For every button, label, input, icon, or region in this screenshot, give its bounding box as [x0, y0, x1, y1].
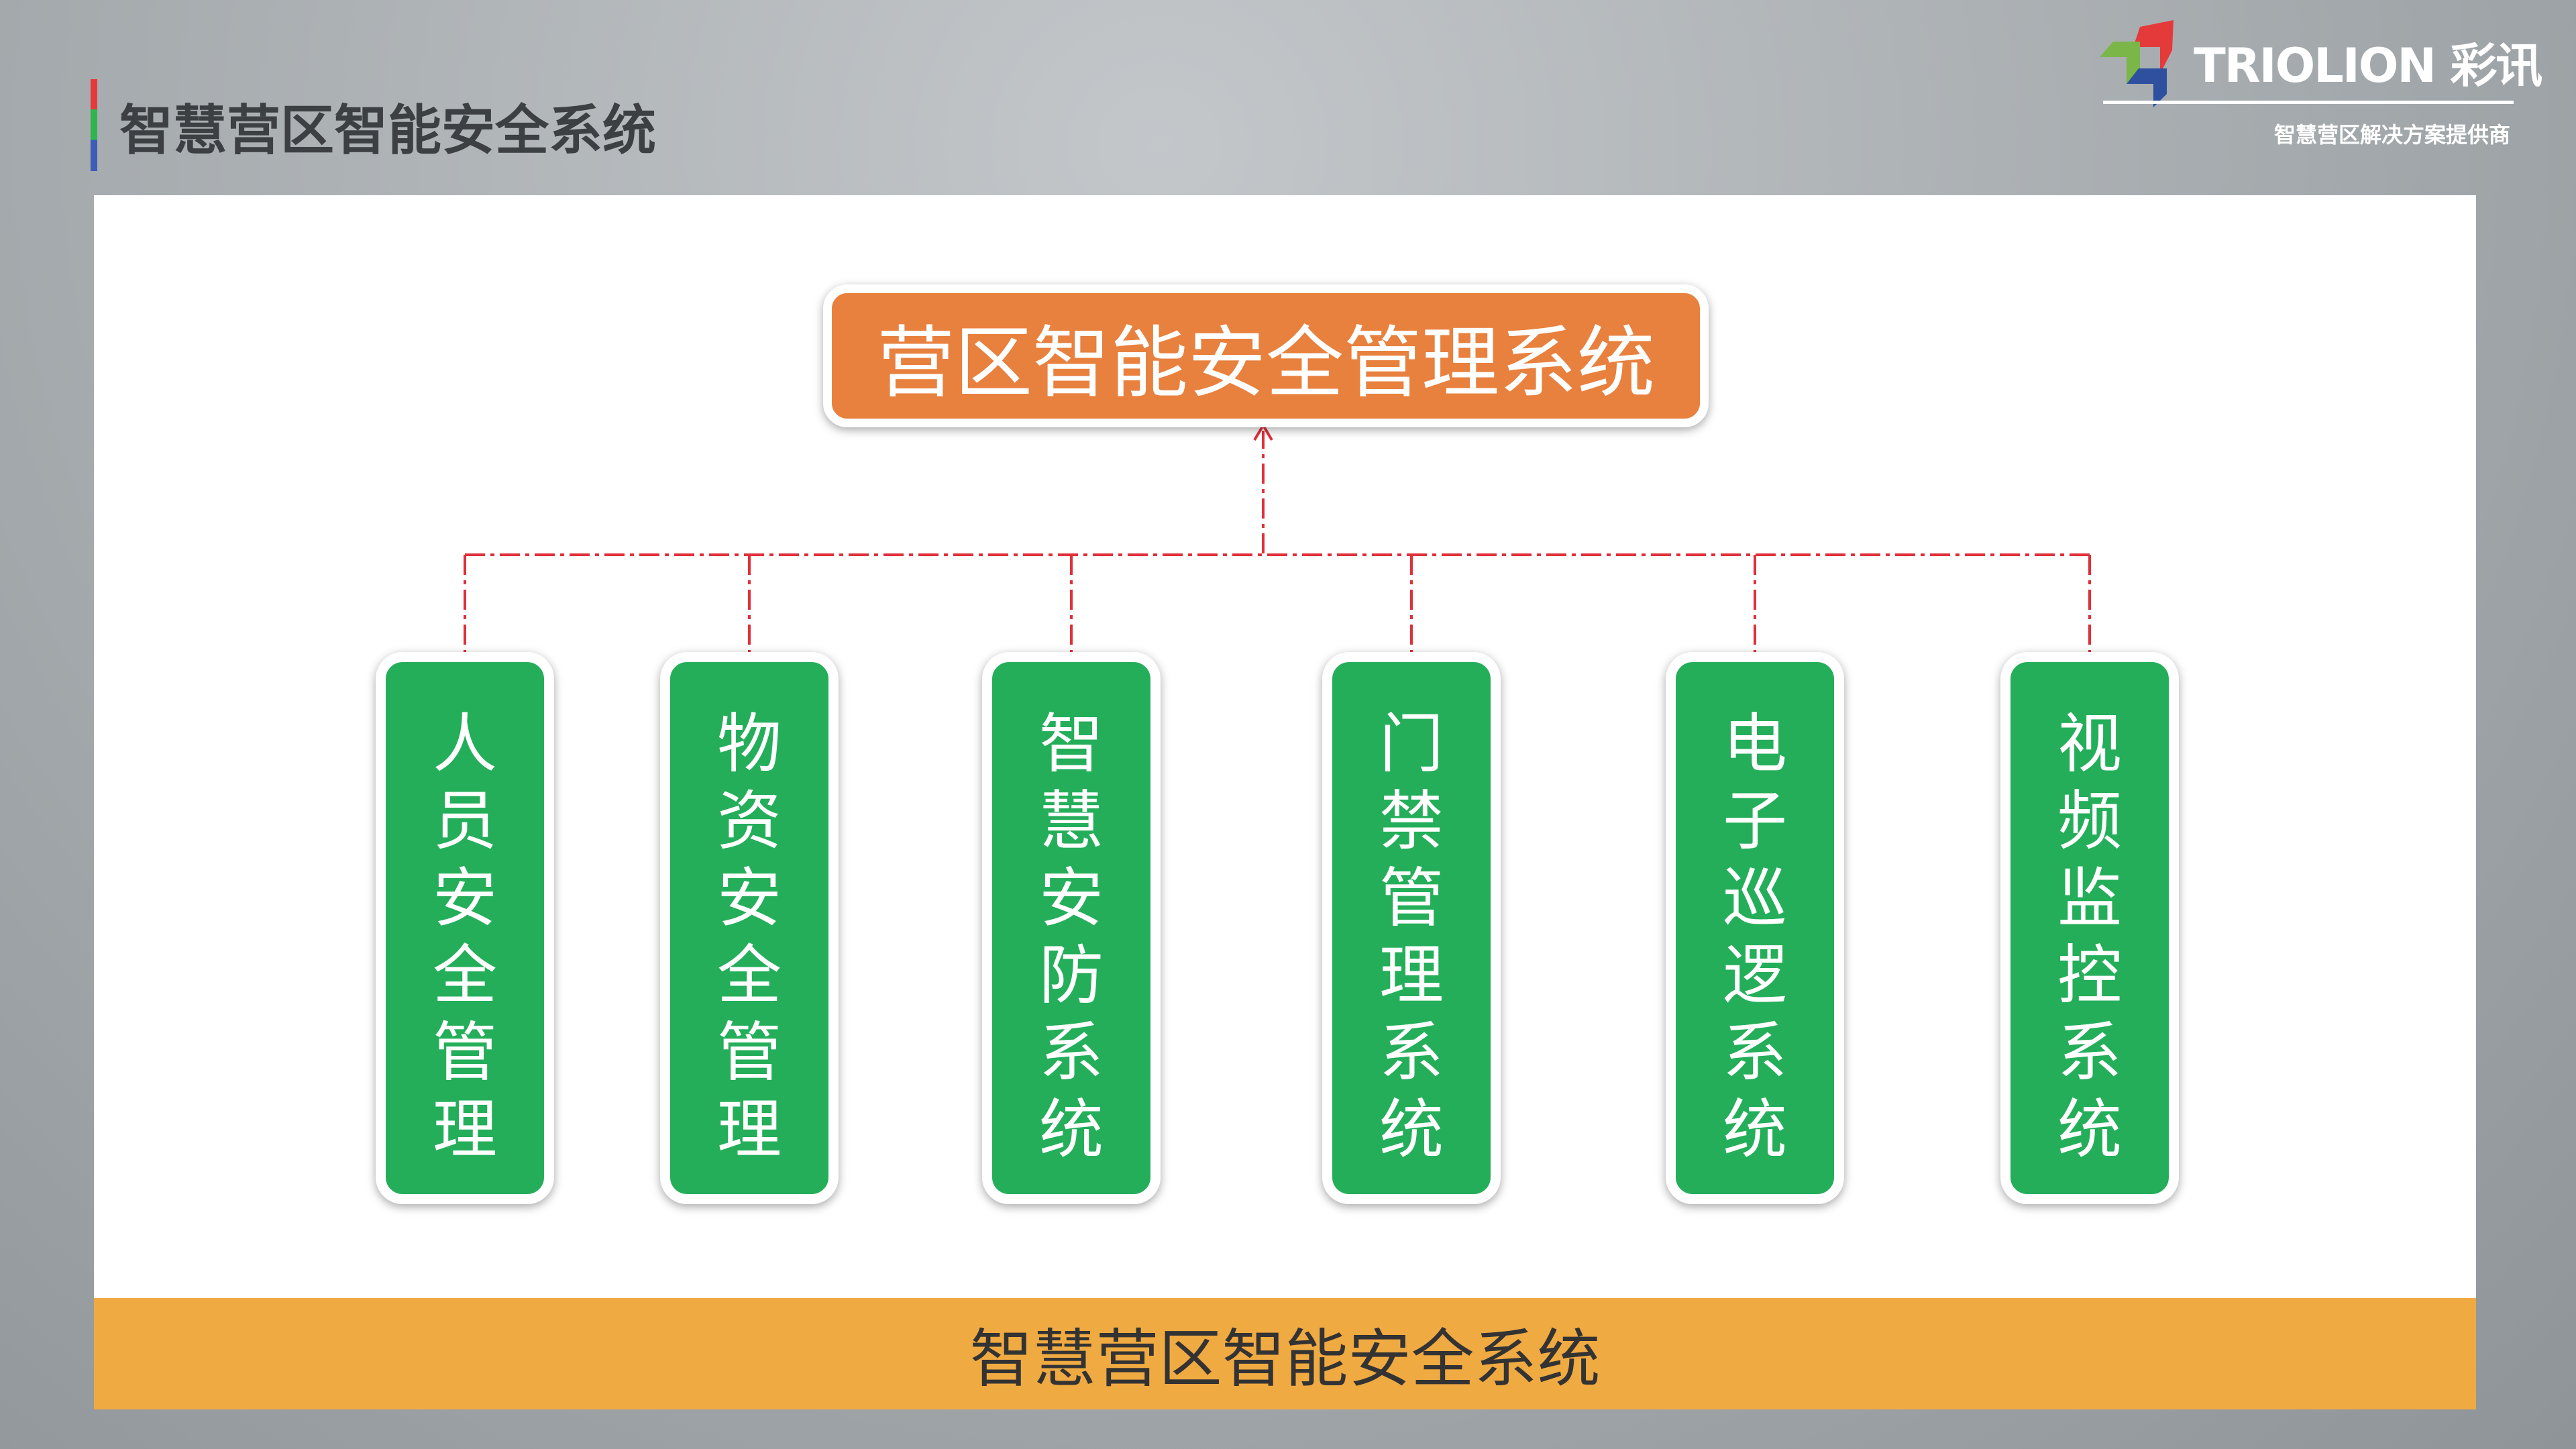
brand-tagline: 智慧营区解决方案提供商 [2273, 122, 2510, 148]
footer-banner: 智慧营区智能安全系统 [94, 1298, 2476, 1409]
child-node-label: 门禁管理系统 [1379, 706, 1444, 1167]
brand-name: TRIOLION 彩讯 [2194, 38, 2542, 93]
child-node-label: 电子巡逻系统 [1723, 706, 1787, 1167]
page-title: 智慧营区智能安全系统 [119, 99, 656, 162]
child-node-label: 视频监控系统 [2057, 706, 2122, 1167]
root-node-label: 营区智能安全管理系统 [877, 317, 1655, 409]
child-node: 门禁管理系统 [1322, 652, 1501, 1204]
footer-label: 智慧营区智能安全系统 [969, 1323, 1601, 1396]
root-node: 营区智能安全管理系统 [823, 284, 1709, 427]
title-accent-bar [91, 79, 97, 171]
child-node: 电子巡逻系统 [1666, 652, 1844, 1204]
child-node-label: 物资安全管理 [717, 706, 782, 1167]
child-node: 人员安全管理 [376, 652, 554, 1204]
triolion-logo-icon [2100, 20, 2174, 107]
child-node: 智慧安防系统 [982, 652, 1161, 1204]
logo-divider [2103, 101, 2514, 104]
child-node-label: 智慧安防系统 [1039, 706, 1104, 1167]
child-node-label: 人员安全管理 [433, 706, 497, 1167]
brand-logo: TRIOLION 彩讯 智慧营区解决方案提供商 [2100, 20, 2542, 154]
child-node: 视频监控系统 [2000, 652, 2179, 1204]
child-node: 物资安全管理 [660, 652, 839, 1204]
